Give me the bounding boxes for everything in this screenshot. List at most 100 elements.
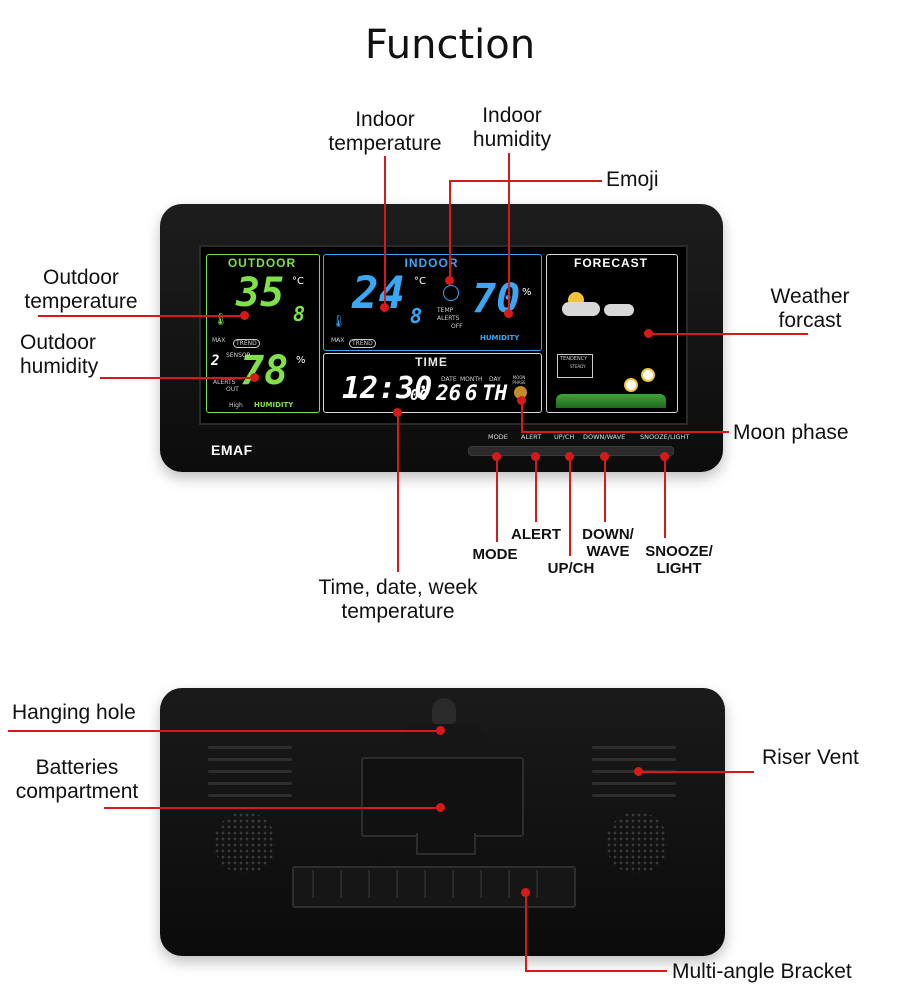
outdoor-unit-pct: % bbox=[296, 355, 306, 366]
time-panel-title: TIME bbox=[415, 355, 448, 369]
cloud-icon bbox=[562, 302, 600, 316]
forecast-panel-title: FORECAST bbox=[574, 256, 648, 270]
outdoor-trend-word: TREND bbox=[233, 339, 260, 348]
vent-slot bbox=[592, 746, 676, 749]
outdoor-out-word: OUT bbox=[226, 386, 239, 393]
indoor-trend-word: TREND bbox=[349, 339, 376, 348]
label-time-date: Time, date, week temperature bbox=[318, 576, 478, 623]
battery-compartment[interactable] bbox=[361, 757, 524, 837]
leader-moon-phase-v bbox=[521, 400, 523, 433]
label-moon-phase: Moon phase bbox=[733, 421, 849, 444]
dot-mode bbox=[492, 452, 501, 461]
dot-emoji bbox=[445, 276, 454, 285]
leader-mode bbox=[496, 456, 498, 542]
dot-batteries bbox=[436, 803, 445, 812]
bracket-rib bbox=[368, 870, 370, 898]
speaker-grille-left bbox=[214, 812, 276, 874]
label-riser-vent: Riser Vent bbox=[762, 746, 859, 769]
label-emoji: Emoji bbox=[606, 168, 659, 191]
flower-icon bbox=[624, 378, 638, 392]
dot-snoozelight bbox=[660, 452, 669, 461]
indoor-humidity-word: HUMIDITY bbox=[480, 334, 520, 342]
outdoor-max-word: MAX bbox=[212, 337, 226, 344]
leader-snoozelight bbox=[664, 456, 666, 538]
leader-alert bbox=[535, 456, 537, 522]
dot-weather-forecast bbox=[644, 329, 653, 338]
label-indoor-temperature: Indoor temperature bbox=[328, 108, 442, 155]
outdoor-humidity-value: 78 bbox=[240, 348, 289, 394]
bracket-rib bbox=[536, 870, 538, 898]
button-label-alert: ALERT bbox=[521, 433, 542, 441]
label-upch: UP/CH bbox=[547, 560, 595, 577]
outdoor-temp-decimal: 8 bbox=[293, 302, 306, 326]
vent-slot bbox=[208, 758, 292, 761]
speaker-grille-right bbox=[606, 812, 668, 874]
label-alert: ALERT bbox=[511, 526, 561, 543]
vent-slot bbox=[208, 794, 292, 797]
indoor-temp-word: TEMP bbox=[437, 307, 454, 314]
indoor-humidity-value: 70 bbox=[472, 276, 521, 322]
date-value: 26 bbox=[436, 381, 462, 405]
vent-slot bbox=[208, 770, 292, 773]
indoor-temp-value: 24 bbox=[352, 268, 405, 319]
clock-time-value: 12:30 bbox=[342, 371, 433, 406]
dot-outdoor-temperature bbox=[240, 311, 249, 320]
month-label: MONTH bbox=[460, 376, 483, 383]
outdoor-sensor-word: SENSOR bbox=[226, 352, 251, 359]
time-panel bbox=[323, 353, 542, 413]
tendency-box bbox=[557, 354, 593, 378]
emoji-face-icon bbox=[443, 285, 459, 301]
leader-weather-forecast bbox=[648, 333, 808, 335]
leader-bracket-h bbox=[525, 970, 667, 972]
vent-slot bbox=[208, 782, 292, 785]
leader-time-date bbox=[397, 412, 399, 572]
label-hanging-hole: Hanging hole bbox=[12, 701, 136, 724]
leader-indoor-humidity bbox=[508, 153, 510, 313]
dot-hanging-hole bbox=[436, 726, 445, 735]
battery-latch bbox=[416, 833, 476, 855]
leader-upch bbox=[569, 456, 571, 556]
flower-icon-2 bbox=[641, 368, 655, 382]
steady-word: STEADY bbox=[570, 364, 586, 369]
leader-batteries bbox=[104, 807, 440, 809]
outdoor-panel-title: OUTDOOR bbox=[227, 256, 297, 270]
outdoor-alerts-word: ALERTS bbox=[213, 379, 236, 386]
indoor-alerts-word: ALERTS bbox=[437, 315, 460, 322]
leader-moon-phase-h bbox=[521, 431, 729, 433]
bracket-rib bbox=[396, 870, 398, 898]
leader-outdoor-humidity bbox=[100, 377, 254, 379]
month-value: 6 bbox=[465, 381, 478, 405]
bracket-rib bbox=[340, 870, 342, 898]
label-indoor-humidity: Indoor humidity bbox=[472, 104, 552, 151]
leader-riser-vent bbox=[638, 771, 754, 773]
leader-indoor-temperature bbox=[384, 156, 386, 306]
grass-icon bbox=[556, 394, 666, 408]
leader-downwave bbox=[604, 456, 606, 522]
button-label-upch: UP/CH bbox=[554, 433, 575, 441]
leader-bracket-v bbox=[525, 892, 527, 972]
outdoor-unit-c: °C bbox=[292, 276, 304, 287]
label-mode: MODE bbox=[472, 546, 518, 563]
leader-emoji-h bbox=[449, 180, 602, 182]
leader-outdoor-temperature bbox=[38, 315, 244, 317]
multi-angle-bracket[interactable] bbox=[292, 866, 576, 908]
vent-slot bbox=[592, 758, 676, 761]
bracket-rib bbox=[312, 870, 314, 898]
button-label-snoozelight: SNOOZE/LIGHT bbox=[640, 433, 690, 441]
vent-slot bbox=[592, 782, 676, 785]
moon-phase-label: MOON PHASE bbox=[512, 375, 526, 385]
vent-slot bbox=[208, 746, 292, 749]
indoor-panel-title: INDOOR bbox=[404, 256, 459, 270]
label-weather-forecast: Weather forcast bbox=[770, 285, 850, 332]
label-snoozelight: SNOOZE/ LIGHT bbox=[645, 543, 713, 577]
cloud-icon-2 bbox=[604, 304, 634, 316]
leader-emoji-v bbox=[449, 180, 451, 280]
leader-hanging-hole bbox=[8, 730, 440, 732]
outdoor-channel-number: 2 bbox=[211, 353, 220, 369]
day-value: TH bbox=[482, 381, 508, 405]
dot-upch bbox=[565, 452, 574, 461]
dot-time-date bbox=[393, 408, 402, 417]
outdoor-high-word: High bbox=[229, 402, 243, 409]
hanging-hole bbox=[432, 698, 456, 724]
page-title: Function bbox=[364, 22, 536, 68]
